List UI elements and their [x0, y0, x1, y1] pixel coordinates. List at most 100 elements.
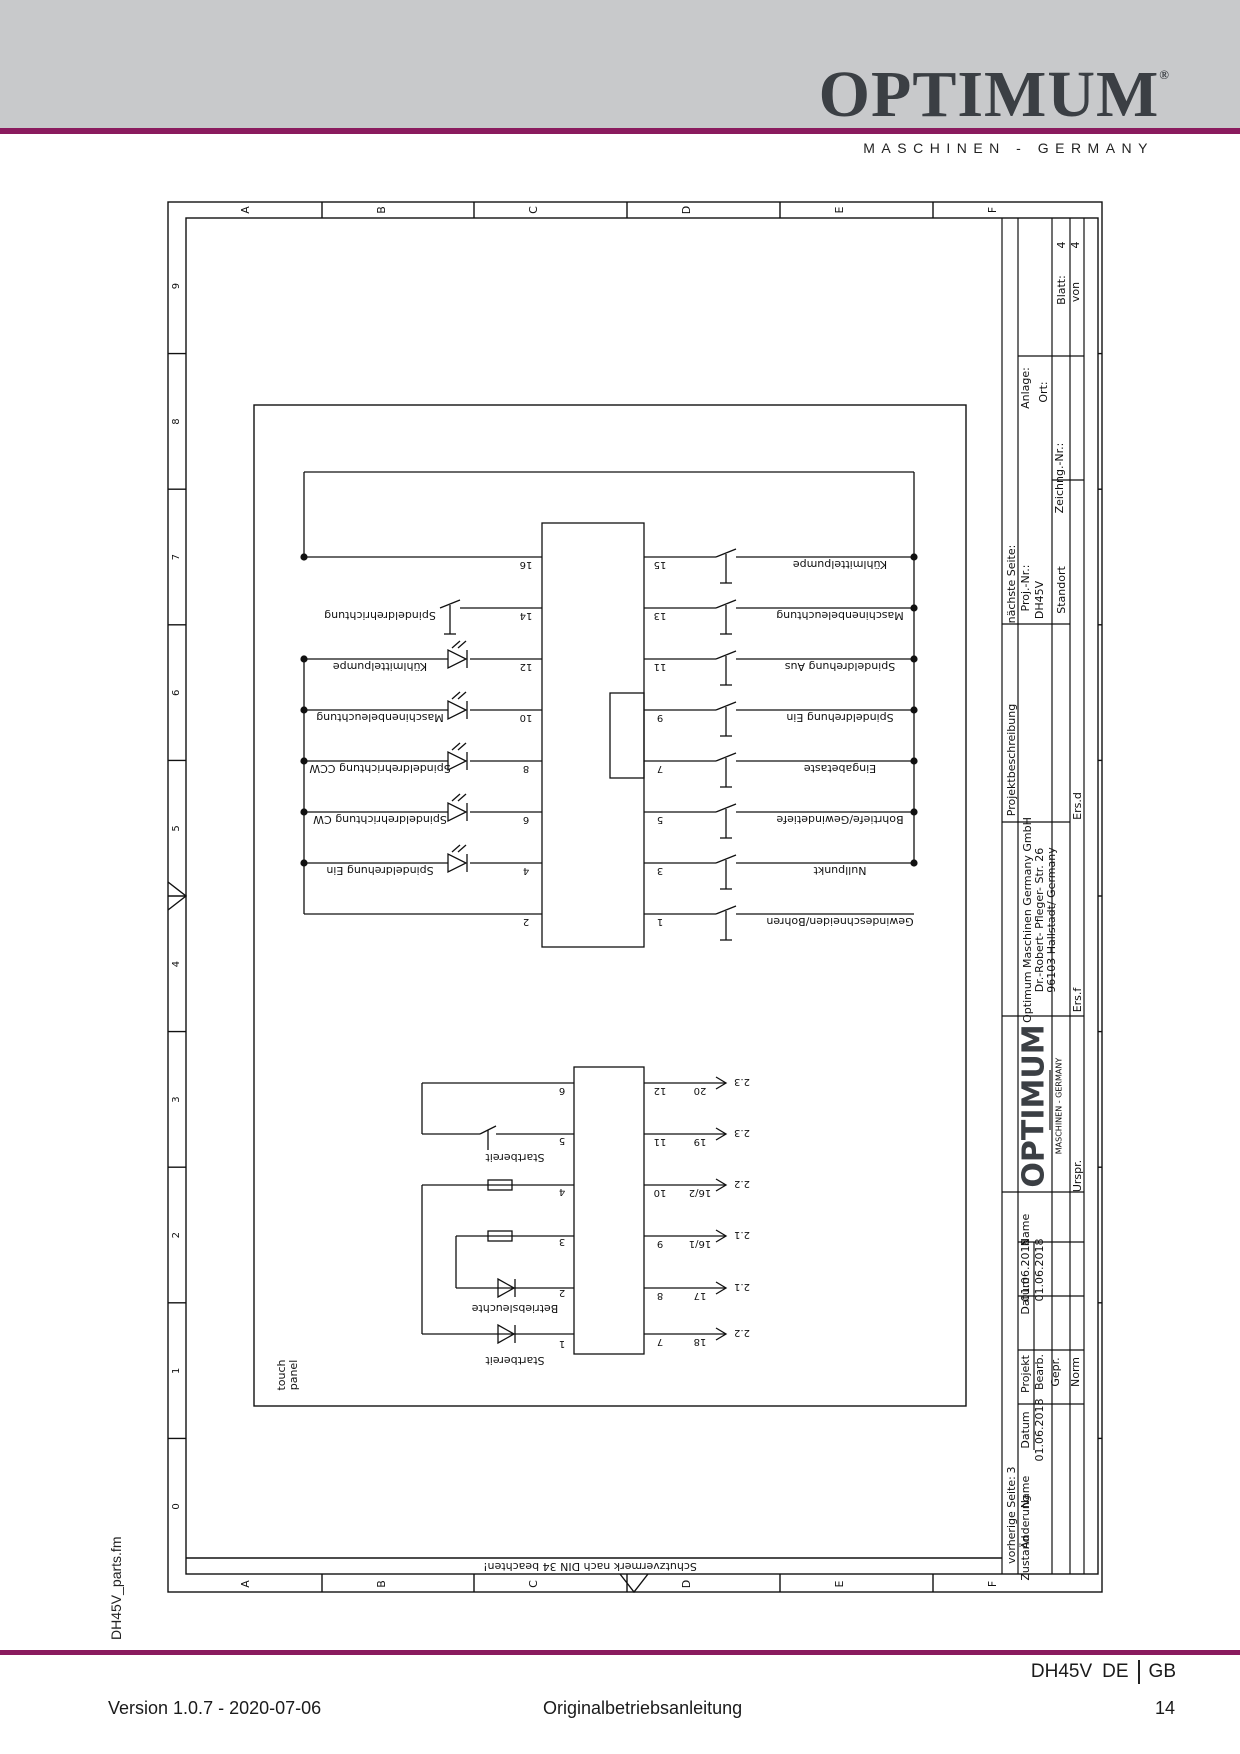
pin-number: 1 [657, 916, 663, 927]
date-value: 01.06.2018 [1033, 1239, 1046, 1302]
led-ray [457, 640, 467, 649]
led-ray [451, 691, 461, 700]
switch-contact [715, 599, 737, 609]
switch-contact [715, 905, 737, 915]
of-value: 4 [1069, 242, 1082, 249]
bottom-block-labels: 654321StartbereitBetriebsleuchteStartber… [471, 1076, 749, 1367]
top-block-labels: 1614Spindeldrehrichtung12Kühlmittelpumpe… [309, 558, 913, 928]
pin-number: 6 [559, 1085, 565, 1096]
switch-contact [715, 803, 737, 813]
pin-number: 5 [559, 1135, 565, 1146]
led-symbol [447, 699, 468, 721]
signal-label: Spindeldrehrichtung [324, 609, 436, 622]
signal-label: Spindeldrehrichtung CCW [309, 762, 450, 775]
signal-label: Startbereit [485, 1354, 545, 1367]
bottom-connector-block [421, 1066, 728, 1355]
pin-number: 3 [559, 1236, 565, 1247]
din-note: Schutzvermerk nach DIN 34 beachten! [483, 1560, 697, 1573]
drawing-number-label: Zeichng.-Nr.: [1053, 443, 1066, 514]
reference-arrow [715, 1281, 728, 1295]
pin-number: 10 [520, 712, 533, 723]
row-label: 8 [171, 418, 182, 424]
terminal-number: 19 [694, 1136, 707, 1147]
column-label: A [239, 1580, 252, 1588]
date-header: Datum [1019, 1277, 1032, 1314]
title-block-logo: OPTIMUM [1017, 1024, 1052, 1187]
connector-key [609, 692, 645, 779]
junction-dot [300, 655, 308, 663]
column-label: B [375, 206, 388, 214]
resistor [487, 1230, 513, 1242]
project-header: Projekt [1019, 1354, 1032, 1393]
pin-number: 11 [654, 661, 667, 672]
inner-frame [185, 217, 1099, 1575]
footer-rule [0, 1650, 1240, 1655]
location-label: Standort [1055, 566, 1068, 614]
reference-arrow [715, 1127, 728, 1141]
signal-label: Gewindeschneiden/Bohren [766, 915, 913, 928]
centering-mark [167, 881, 188, 911]
pin-number: 4 [523, 865, 529, 876]
brand-tagline: MASCHINEN - GERMANY [863, 140, 1154, 156]
pin-number: 9 [657, 712, 663, 723]
led-symbol [447, 648, 468, 670]
footer-version: Version 1.0.7 - 2020-07-06 [108, 1698, 322, 1718]
junction-dot [300, 859, 308, 867]
row-label: 6 [171, 690, 182, 696]
date-value: 01.06.2018 [1033, 1399, 1046, 1462]
top-connector [541, 522, 645, 948]
of-label: von [1069, 282, 1082, 302]
pin-number: 5 [657, 814, 663, 825]
panel-label: touch [275, 1359, 288, 1390]
header-band [0, 0, 1240, 128]
project-number-label: Proj.-Nr.: [1019, 565, 1032, 612]
row-label: 7 [171, 554, 182, 560]
column-label: F [986, 207, 999, 213]
terminal-number: 16/1 [689, 1238, 711, 1249]
led-ray [457, 844, 467, 853]
column-label: E [833, 206, 846, 213]
file-name-label: DH45V_parts.fm [108, 1536, 124, 1640]
pin-number: 16 [520, 559, 533, 570]
column-label: E [833, 1580, 846, 1587]
page-reference: 2.1 [734, 1281, 750, 1292]
brand-name: OPTIMUM [818, 58, 1160, 131]
drawing-frame [167, 201, 1103, 1594]
junction-dot [910, 808, 918, 816]
column-label: D [680, 1580, 693, 1588]
junction-dot [910, 859, 918, 867]
switch-contact [715, 701, 737, 711]
pin-number: 7 [657, 1336, 663, 1347]
header-rule [0, 128, 1240, 134]
signal-label: Spindeldrehung Aus [785, 660, 896, 673]
junction-dot [910, 706, 918, 714]
led-symbol [497, 1277, 516, 1299]
place-label: Ort: [1037, 381, 1050, 402]
led-ray [457, 793, 467, 802]
terminal-number: 20 [694, 1085, 707, 1096]
pin-number: 8 [523, 763, 529, 774]
junction-dot [300, 757, 308, 765]
page-reference: 2.3 [734, 1127, 750, 1138]
pin-number: 7 [657, 763, 663, 774]
title-block-labels: nächste Seite:ProjektbeschreibungProj.-N… [1005, 242, 1084, 1581]
reference-arrow [715, 1327, 728, 1341]
pin-number: 12 [654, 1085, 667, 1096]
previous-page-label: vorherige Seite: [1005, 1476, 1018, 1564]
page-reference: 2.2 [734, 1327, 750, 1338]
terminal-number: 16/2 [689, 1187, 711, 1198]
pin-number: 4 [559, 1186, 565, 1197]
column-label: A [239, 206, 252, 214]
title-block [1001, 218, 1085, 1574]
pin-number: 15 [654, 559, 667, 570]
pin-number: 1 [559, 1338, 565, 1349]
led-ray [451, 793, 461, 802]
registered-mark: ® [1159, 67, 1170, 82]
reference-arrow [715, 1076, 728, 1090]
led-symbol [447, 801, 468, 823]
terminal-number: 18 [694, 1336, 707, 1347]
page-reference: 2.2 [734, 1178, 750, 1189]
origin-label: Urspr. [1071, 1160, 1084, 1192]
signal-label: Spindeldrehung Ein [326, 864, 433, 877]
